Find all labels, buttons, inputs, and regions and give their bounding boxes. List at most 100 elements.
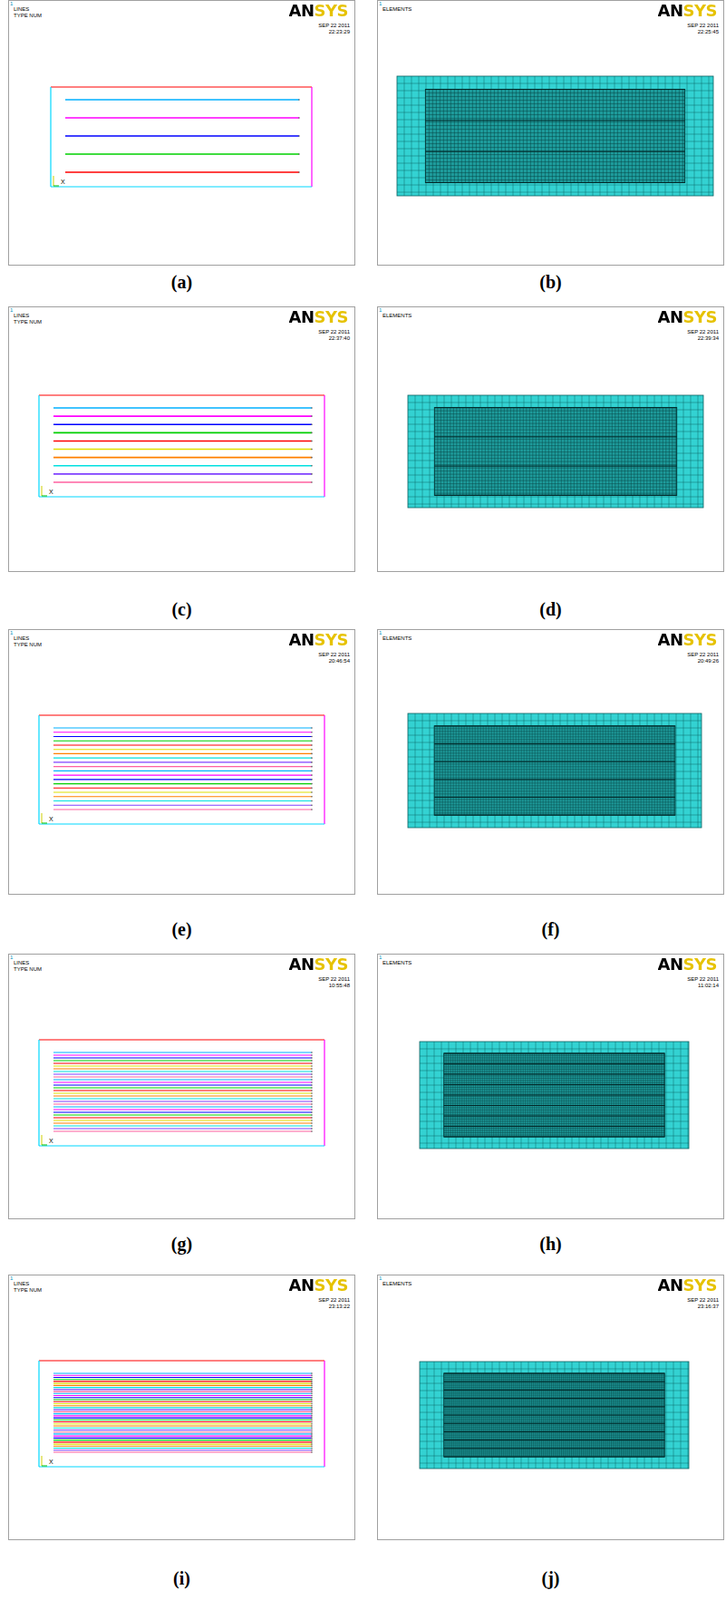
coarse-mesh — [396, 76, 714, 196]
keypoint — [310, 1108, 313, 1111]
rebar-line — [53, 1445, 312, 1447]
keypoint — [310, 1447, 313, 1450]
rebar-line — [53, 731, 312, 733]
rebar-mesh-line — [434, 406, 677, 408]
keypoint — [310, 1097, 313, 1100]
boundary-line — [323, 715, 325, 824]
keypoint — [310, 1400, 313, 1403]
rebar-line — [53, 808, 312, 810]
mesh-plot — [377, 0, 725, 266]
rebar-mesh-line — [425, 151, 685, 153]
keypoint — [310, 1386, 313, 1389]
rebar-line — [53, 481, 312, 484]
plot-date: SEP 22 2011 — [687, 976, 719, 983]
keypoint — [310, 1092, 313, 1094]
rebar-line — [53, 1391, 312, 1393]
plot-title: ELEMENTS — [382, 1280, 412, 1288]
keypoint — [310, 1100, 313, 1103]
boundary-line — [49, 87, 51, 187]
keypoint — [310, 1086, 313, 1089]
keypoint — [310, 1445, 313, 1448]
keypoint — [310, 1439, 313, 1442]
rebar-line — [53, 1413, 312, 1414]
keypoint — [310, 1426, 313, 1429]
rebar-line — [53, 1432, 312, 1434]
boundary-line — [50, 86, 312, 88]
rebar-line — [53, 1403, 312, 1404]
keypoint — [310, 1070, 313, 1073]
mesh-area — [407, 713, 702, 828]
keypoint — [310, 1054, 313, 1056]
dense-mesh — [425, 89, 685, 184]
plot-title: LINES — [13, 6, 30, 13]
rebar-line — [53, 795, 312, 797]
lines-plot — [9, 307, 356, 572]
rebar-line — [53, 757, 312, 759]
plot-title: ELEMENTS — [382, 959, 412, 967]
keypoint — [310, 770, 313, 773]
rebar-line — [65, 98, 300, 101]
rebar-line — [53, 1439, 312, 1441]
keypoint — [310, 1441, 313, 1443]
keypoint — [310, 1382, 313, 1385]
rebar-line — [53, 1383, 312, 1385]
keypoint — [310, 448, 313, 451]
boundary-line — [50, 185, 312, 187]
rebar-line — [53, 1449, 312, 1451]
rebar-line — [53, 1419, 312, 1421]
rebar-mesh-line — [444, 1063, 666, 1065]
axis-label: X — [48, 1458, 54, 1466]
keypoint — [310, 1384, 313, 1387]
rebar-mesh-line — [444, 1125, 666, 1127]
plot-time: 23:13:22 — [329, 1303, 350, 1310]
rebar-line — [53, 1111, 312, 1113]
ansys-logo: ANSYS — [658, 1276, 717, 1295]
rebar-line — [53, 1124, 312, 1126]
plot-title: LINES — [13, 635, 30, 642]
boundary-line — [38, 1360, 39, 1467]
rebar-line — [53, 1451, 312, 1452]
keypoint — [310, 1064, 313, 1067]
keypoint — [310, 1081, 313, 1084]
keypoint — [310, 1124, 313, 1127]
keypoint — [310, 1393, 313, 1395]
window-frame — [377, 307, 725, 572]
keypoint — [310, 1378, 313, 1381]
keypoint — [310, 1089, 313, 1092]
rebar-line — [53, 464, 312, 467]
rebar-mesh-line — [434, 435, 677, 437]
dense-mesh — [434, 407, 677, 496]
rebar-mesh-line — [444, 1115, 666, 1117]
boundary-line — [38, 395, 39, 497]
rebar-line — [53, 783, 312, 785]
rebar-line — [53, 744, 312, 746]
coarse-mesh — [419, 1041, 689, 1149]
rebar-line — [53, 1119, 312, 1121]
rebar-mesh-line — [444, 1136, 666, 1138]
rebar-mesh-line — [425, 88, 685, 90]
rebar-line — [53, 1424, 312, 1426]
window-number: 1 — [9, 1275, 13, 1282]
keypoint — [310, 1431, 313, 1433]
rebar-line — [53, 1056, 312, 1058]
window-frame — [377, 0, 725, 266]
dense-mesh — [444, 1053, 666, 1137]
window-number: 1 — [378, 629, 382, 637]
rebar-line — [53, 448, 312, 451]
coarse-mesh — [407, 713, 702, 828]
keypoint — [310, 1419, 313, 1422]
dense-mesh-area — [434, 726, 676, 815]
ansys-logo: ANSYS — [289, 308, 349, 327]
rebar-line — [53, 787, 312, 789]
boundary-line — [38, 822, 325, 824]
boundary-line — [323, 395, 325, 497]
rebar-mesh-line — [444, 1414, 666, 1416]
keypoint — [298, 116, 301, 119]
keypoint — [310, 1113, 313, 1116]
keypoint — [310, 1056, 313, 1059]
rebar-line — [53, 1062, 312, 1064]
plot-title: ELEMENTS — [382, 312, 412, 320]
axis-triad — [41, 1144, 48, 1146]
keypoint — [310, 1122, 313, 1124]
